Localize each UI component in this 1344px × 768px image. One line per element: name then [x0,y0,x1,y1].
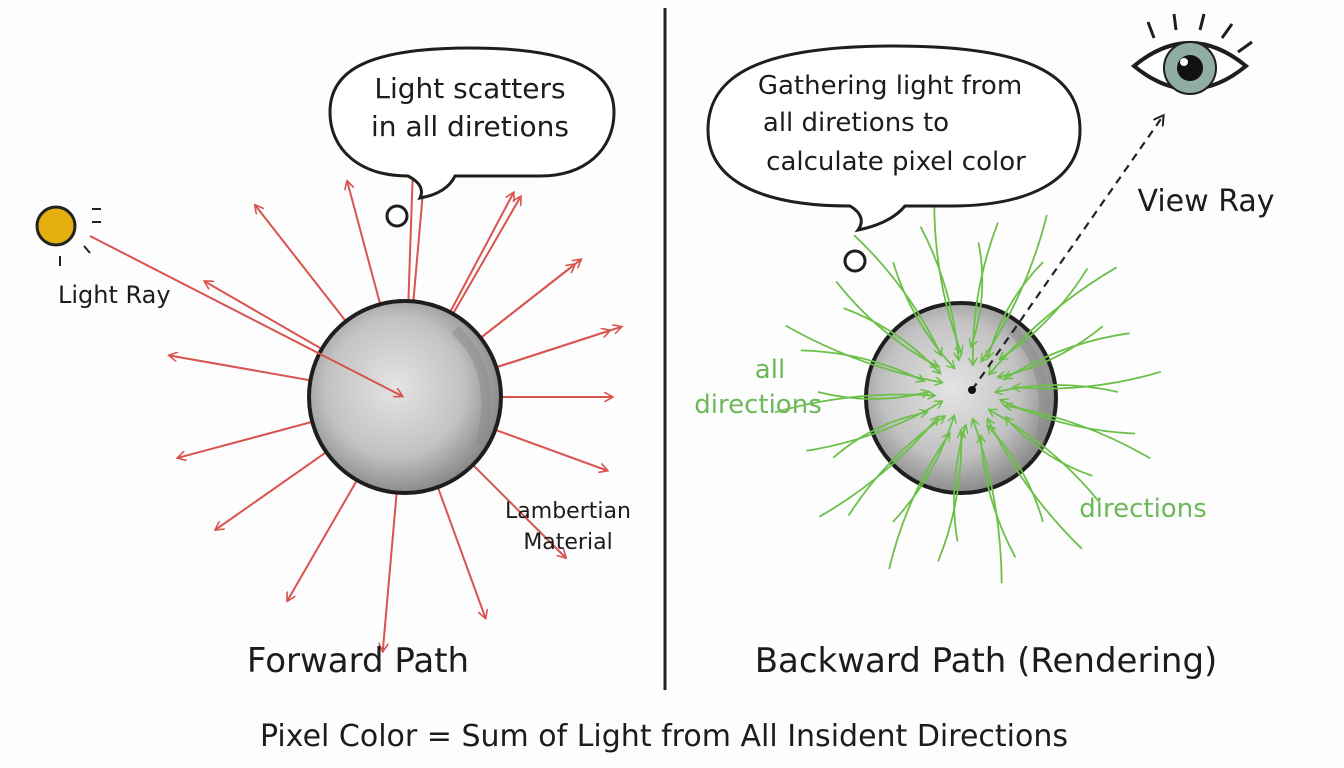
directions-label: directions [1079,494,1207,524]
material-label-line-1: Lambertian [505,499,631,524]
forward-path-title: Forward Path [247,641,469,681]
gather-arrow [989,410,1101,504]
gather-arrow [817,392,928,400]
left-thought-bubble: Light scatters in all diretions [328,46,616,228]
incoming-light-ray [89,235,402,396]
gather-arrow [973,420,1003,584]
eye-icon [1130,13,1253,95]
pixel-color-equation: Pixel Color = Sum of Light from All Insi… [260,719,1068,754]
gather-arrow [892,261,954,368]
right-thought-bubble: Gathering light from all diretions to ca… [706,44,1082,273]
gather-arrow [1006,332,1130,378]
all-directions-line-1: all [755,355,785,385]
left-sphere [307,299,503,495]
gathering-arrows [774,200,1162,584]
gather-arrow [892,416,954,523]
gather-arrow [988,427,1044,523]
material-label-line-2: Material [523,530,612,555]
gather-arrow [806,402,941,452]
right-bubble-line-3: calculate pixel color [766,147,1026,177]
gather-arrow [818,418,937,518]
all-directions-line-2: directions [694,390,822,420]
gather-arrow [1006,418,1093,477]
backward-path-panel: Gathering light from all diretions to ca… [694,13,1275,681]
forward-path-panel: Light scatters in all diretions Light Ra… [35,46,631,681]
gather-arrow [933,200,961,353]
sun-icon [35,205,101,266]
gather-arrow [835,280,937,366]
right-bubble-line-2: all diretions to [763,108,949,138]
gather-arrow [996,384,1119,392]
gather-arrow [1006,406,1151,460]
gather-arrow [785,324,942,383]
left-bubble-line-1: Light scatters [374,72,565,105]
gather-arrow [937,431,961,562]
gather-arrow [988,261,1044,357]
gather-arrow [989,266,1118,374]
light-ray-label: Light Ray [58,281,171,309]
right-bubble-line-1: Gathering light from [758,71,1022,101]
gather-arrow [832,412,927,459]
left-bubble-line-2: in all diretions [371,110,569,143]
backward-path-title: Backward Path (Rendering) [755,641,1218,681]
view-ray-label: View Ray [1137,184,1274,219]
gather-arrow [1014,370,1162,389]
gather-arrow [971,242,984,346]
gather-arrow [973,222,999,365]
